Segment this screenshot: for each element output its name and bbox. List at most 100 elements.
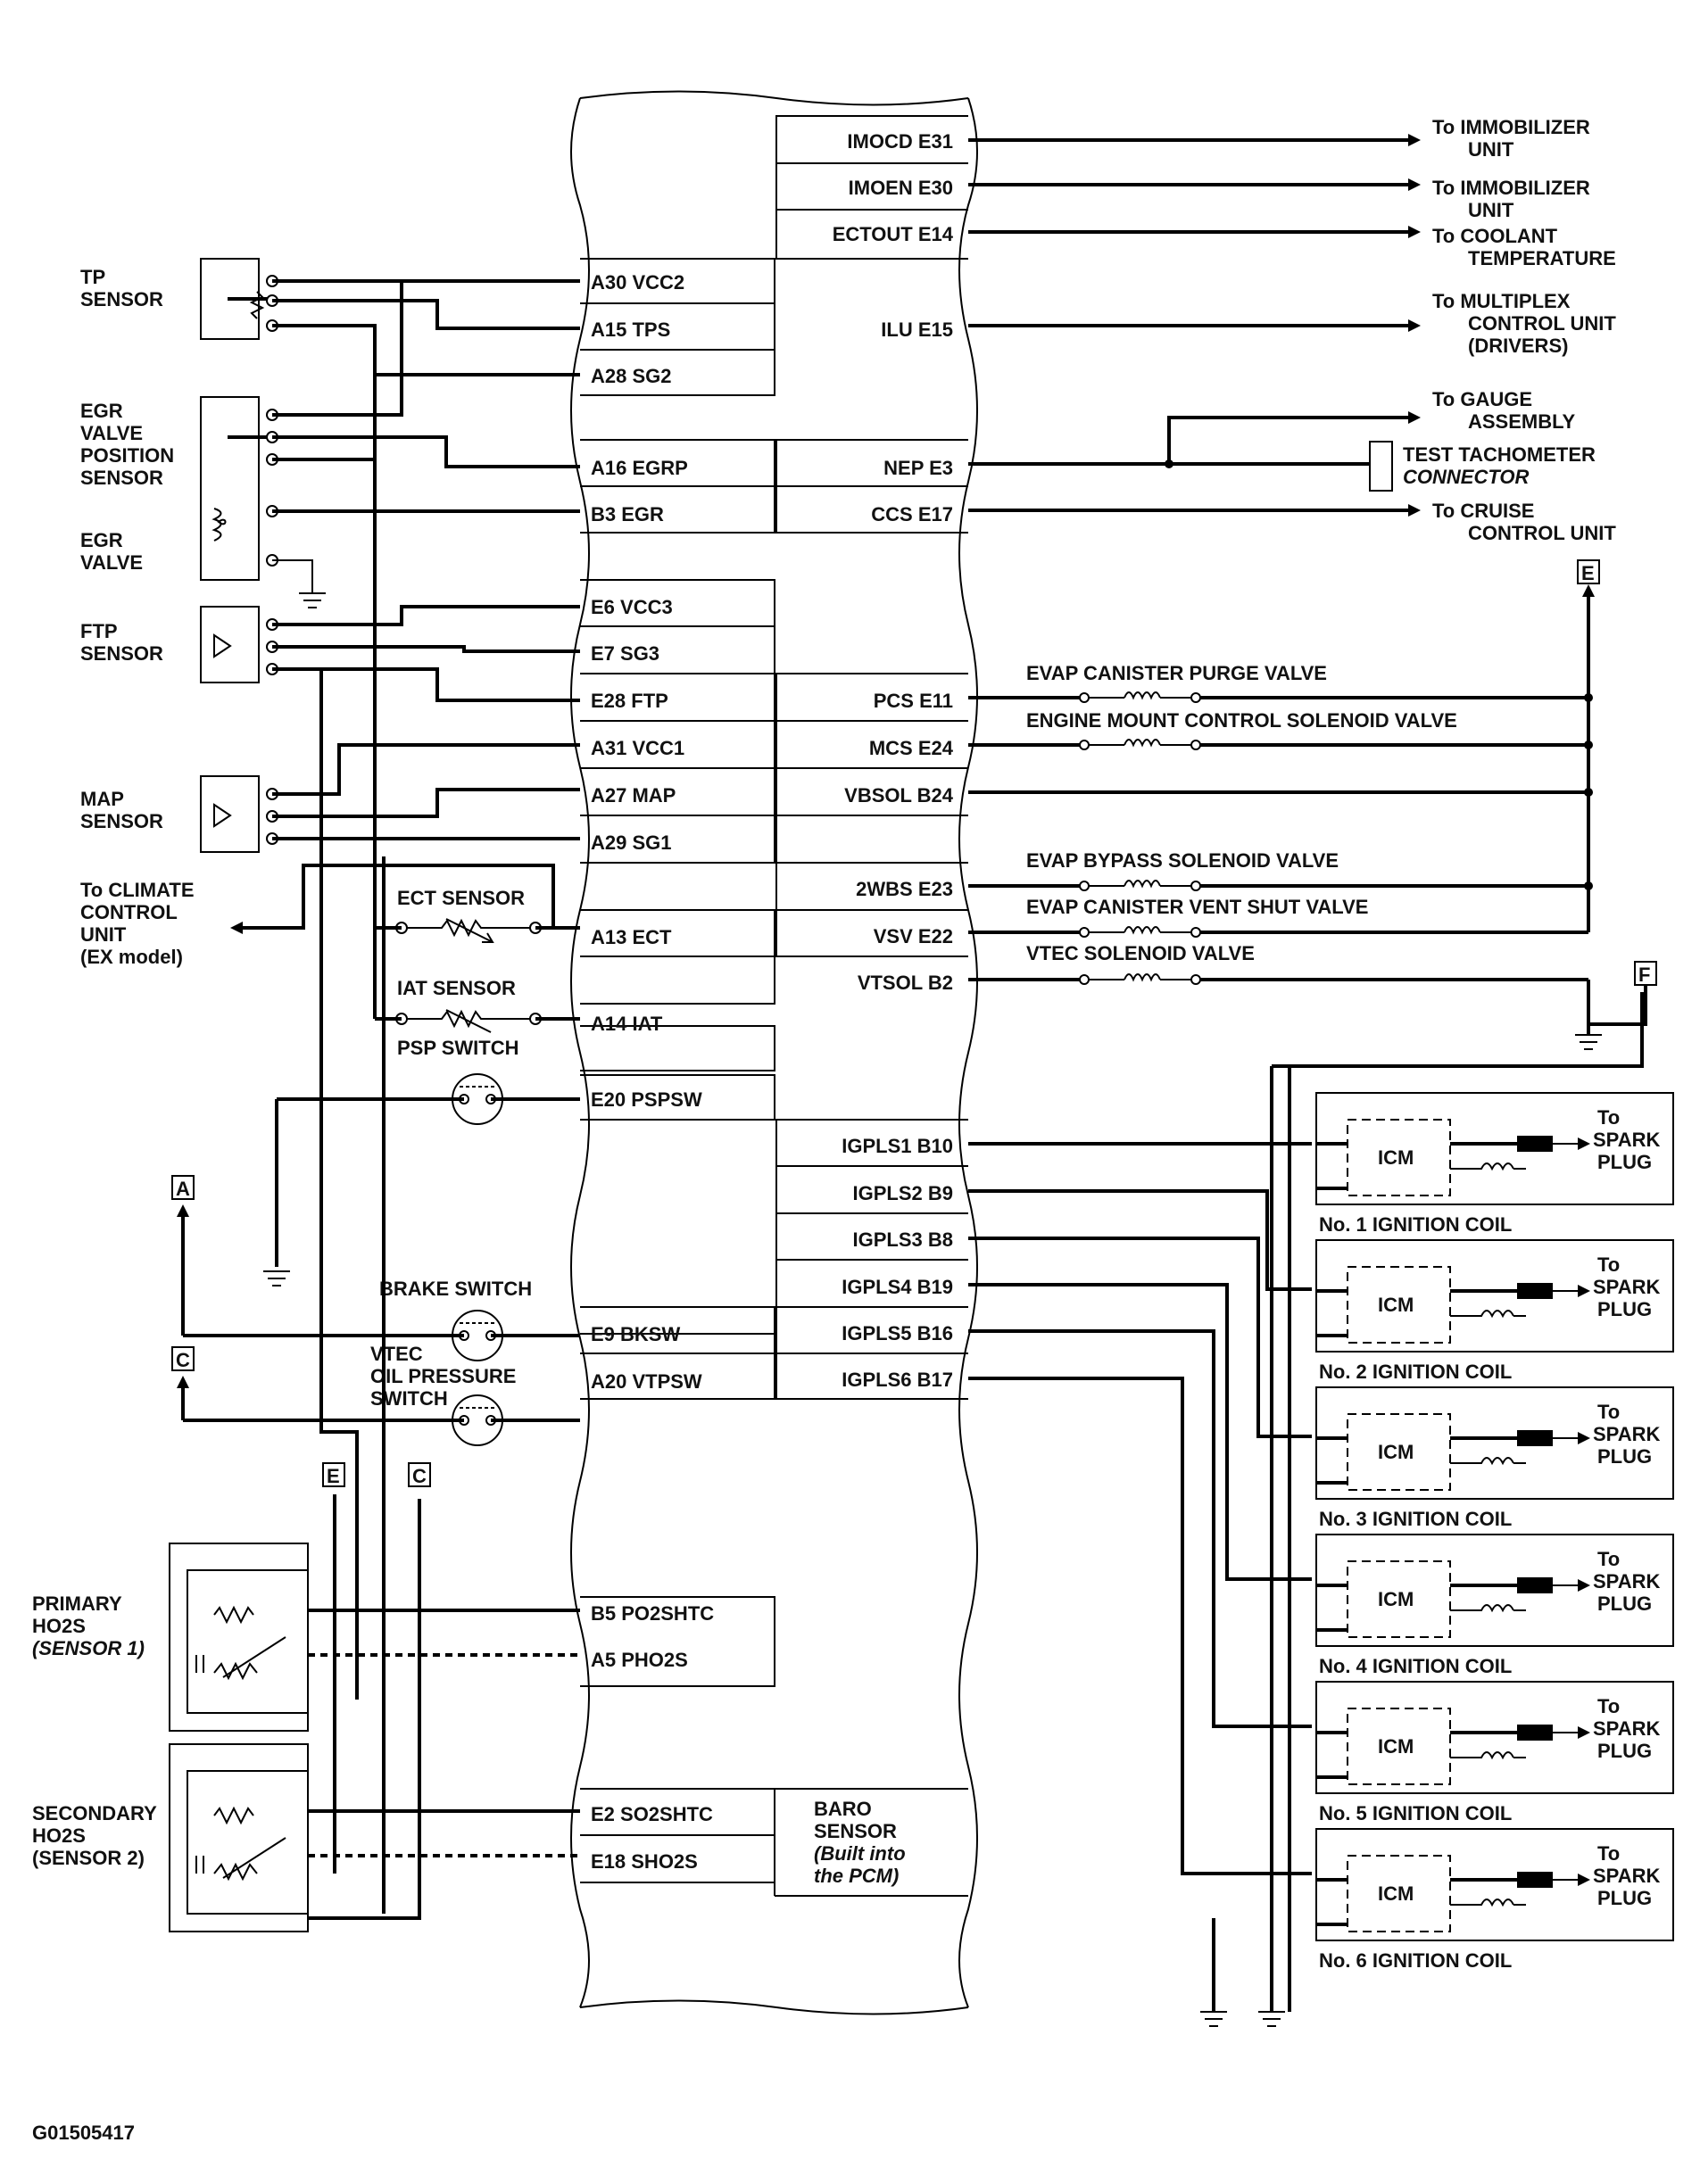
svg-text:VALVE: VALVE	[80, 422, 143, 444]
svg-text:UNIT: UNIT	[80, 923, 127, 946]
vtec-oil-pressure-switch: VTEC OIL PRESSURE SWITCH	[370, 1343, 516, 1446]
pin-a13: A13 ECT	[591, 926, 672, 948]
pin-a15: A15 TPS	[591, 318, 670, 341]
pin-a16: A16 EGRP	[591, 457, 688, 479]
baro-sensor-label: BARO SENSOR (Built into the PCM)	[814, 1798, 906, 1887]
svg-text:ECT SENSOR: ECT SENSOR	[397, 887, 525, 909]
svg-text:CONTROL UNIT: CONTROL UNIT	[1468, 522, 1616, 544]
ignition-coil-name: No. 2 IGNITION COIL	[1319, 1361, 1512, 1383]
svg-text:To COOLANT: To COOLANT	[1432, 225, 1558, 247]
svg-text:IAT SENSOR: IAT SENSOR	[397, 977, 516, 999]
pin-b10: IGPLS1 B10	[842, 1135, 953, 1157]
svg-text:HO2S: HO2S	[32, 1615, 86, 1637]
svg-text:ASSEMBLY: ASSEMBLY	[1468, 410, 1576, 433]
pin-e18: E18 SHO2S	[591, 1850, 698, 1873]
svg-text:EVAP CANISTER PURGE VALVE: EVAP CANISTER PURGE VALVE	[1026, 662, 1327, 684]
svg-text:FTP: FTP	[80, 620, 118, 642]
spark-plug-label: PLUG	[1597, 1151, 1652, 1173]
svg-text:To GAUGE: To GAUGE	[1432, 388, 1532, 410]
spark-plug-label: PLUG	[1597, 1298, 1652, 1320]
pin-e20: E20 PSPSW	[591, 1088, 702, 1111]
svg-text:OIL PRESSURE: OIL PRESSURE	[370, 1365, 516, 1387]
spark-plug-label: To	[1597, 1548, 1620, 1570]
svg-text:the PCM): the PCM)	[814, 1865, 899, 1887]
svg-text:HO2S: HO2S	[32, 1824, 86, 1847]
svg-text:POSITION: POSITION	[80, 444, 174, 467]
spark-plug-label: To	[1597, 1106, 1620, 1129]
connector-f-right: F	[1638, 964, 1650, 986]
pcm-bottom-edge	[579, 1999, 969, 2015]
svg-text:PRIMARY: PRIMARY	[32, 1592, 122, 1615]
pin-a30: A30 VCC2	[591, 271, 684, 294]
pin-a5: A5 PHO2S	[591, 1649, 688, 1671]
spark-plug-label: To	[1597, 1401, 1620, 1423]
svg-text:SENSOR: SENSOR	[814, 1820, 897, 1842]
spark-plug-label: PLUG	[1597, 1445, 1652, 1468]
svg-text:To IMMOBILIZER: To IMMOBILIZER	[1432, 177, 1590, 199]
right-destinations: To IMMOBILIZER UNIT To IMMOBILIZER UNIT …	[968, 116, 1616, 544]
pcm-left-pin-boxes	[580, 258, 775, 1883]
connector-e-bottom: E	[322, 1462, 345, 1487]
svg-text:TEMPERATURE: TEMPERATURE	[1468, 247, 1616, 269]
svg-text:TP: TP	[80, 266, 105, 288]
svg-text:VTEC SOLENOID VALVE: VTEC SOLENOID VALVE	[1026, 942, 1255, 964]
icm-label: ICM	[1378, 1588, 1414, 1610]
pin-a14: A14 IAT	[591, 1013, 663, 1035]
svg-text:To MULTIPLEX: To MULTIPLEX	[1432, 290, 1571, 312]
svg-text:(DRIVERS): (DRIVERS)	[1468, 335, 1568, 357]
brake-switch: BRAKE SWITCH	[379, 1278, 532, 1361]
egr-valve-position-sensor: EGR VALVE POSITION SENSOR EGR VALVE	[80, 396, 326, 608]
svg-text:BARO: BARO	[814, 1798, 872, 1820]
svg-text:VTEC: VTEC	[370, 1343, 423, 1365]
pcm-right-edge	[958, 97, 978, 2008]
iat-sensor: IAT SENSOR	[395, 977, 542, 1033]
spark-plug-label: SPARK	[1593, 1717, 1660, 1740]
svg-text:(Built into: (Built into	[814, 1842, 906, 1865]
pcm-right-pin-labels: IMOCD E31 IMOEN E30 ECTOUT E14 ILU E15 N…	[833, 130, 954, 1391]
psp-ground	[263, 1270, 290, 1286]
svg-text:SENSOR: SENSOR	[80, 467, 163, 489]
pin-e6: E6 VCC3	[591, 596, 673, 618]
secondary-ho2s: SECONDARY HO2S (SENSOR 2)	[32, 1743, 309, 1932]
spark-plug-label: SPARK	[1593, 1865, 1660, 1887]
pin-b17: IGPLS6 B17	[842, 1369, 953, 1391]
pin-a31: A31 VCC1	[591, 737, 684, 759]
pin-b3: B3 EGR	[591, 503, 664, 525]
connector-c-bottom: C	[408, 1462, 431, 1487]
psp-switch: PSP SWITCH	[397, 1037, 519, 1125]
pin-e2: E2 SO2SHTC	[591, 1803, 713, 1825]
svg-text:To CLIMATE: To CLIMATE	[80, 879, 195, 901]
pin-a28: A28 SG2	[591, 365, 672, 387]
spark-plug-label: SPARK	[1593, 1423, 1660, 1445]
svg-text:SENSOR: SENSOR	[80, 642, 163, 665]
pin-a27: A27 MAP	[591, 784, 676, 807]
igpls-wiring	[968, 992, 1644, 2027]
pcm-left-edge	[570, 97, 590, 2008]
spark-plug-label: To	[1597, 1695, 1620, 1717]
climate-control-label: To CLIMATE CONTROL UNIT (EX model)	[80, 864, 555, 968]
pin-b24: VBSOL B24	[844, 784, 954, 807]
svg-text:BRAKE SWITCH: BRAKE SWITCH	[379, 1278, 532, 1300]
pcm-top-edge	[579, 90, 969, 106]
svg-text:To IMMOBILIZER: To IMMOBILIZER	[1432, 116, 1590, 138]
left-wiring	[183, 279, 580, 1920]
pin-b5: B5 PO2SHTC	[591, 1602, 714, 1625]
icm-label: ICM	[1378, 1882, 1414, 1905]
pin-e14: ECTOUT E14	[833, 223, 954, 245]
svg-text:(SENSOR 1): (SENSOR 1)	[32, 1637, 145, 1659]
pin-b2: VTSOL B2	[858, 972, 953, 994]
icm-label: ICM	[1378, 1735, 1414, 1758]
pin-e9: E9 BKSW	[591, 1323, 680, 1345]
svg-text:EGR: EGR	[80, 529, 123, 551]
pcm-right-pin-boxes	[774, 115, 968, 1897]
svg-text:C: C	[176, 1349, 190, 1371]
svg-text:TEST TACHOMETER: TEST TACHOMETER	[1403, 443, 1596, 466]
pin-e28: E28 FTP	[591, 690, 668, 712]
svg-text:PSP SWITCH: PSP SWITCH	[397, 1037, 519, 1059]
pin-a29: A29 SG1	[591, 831, 672, 854]
